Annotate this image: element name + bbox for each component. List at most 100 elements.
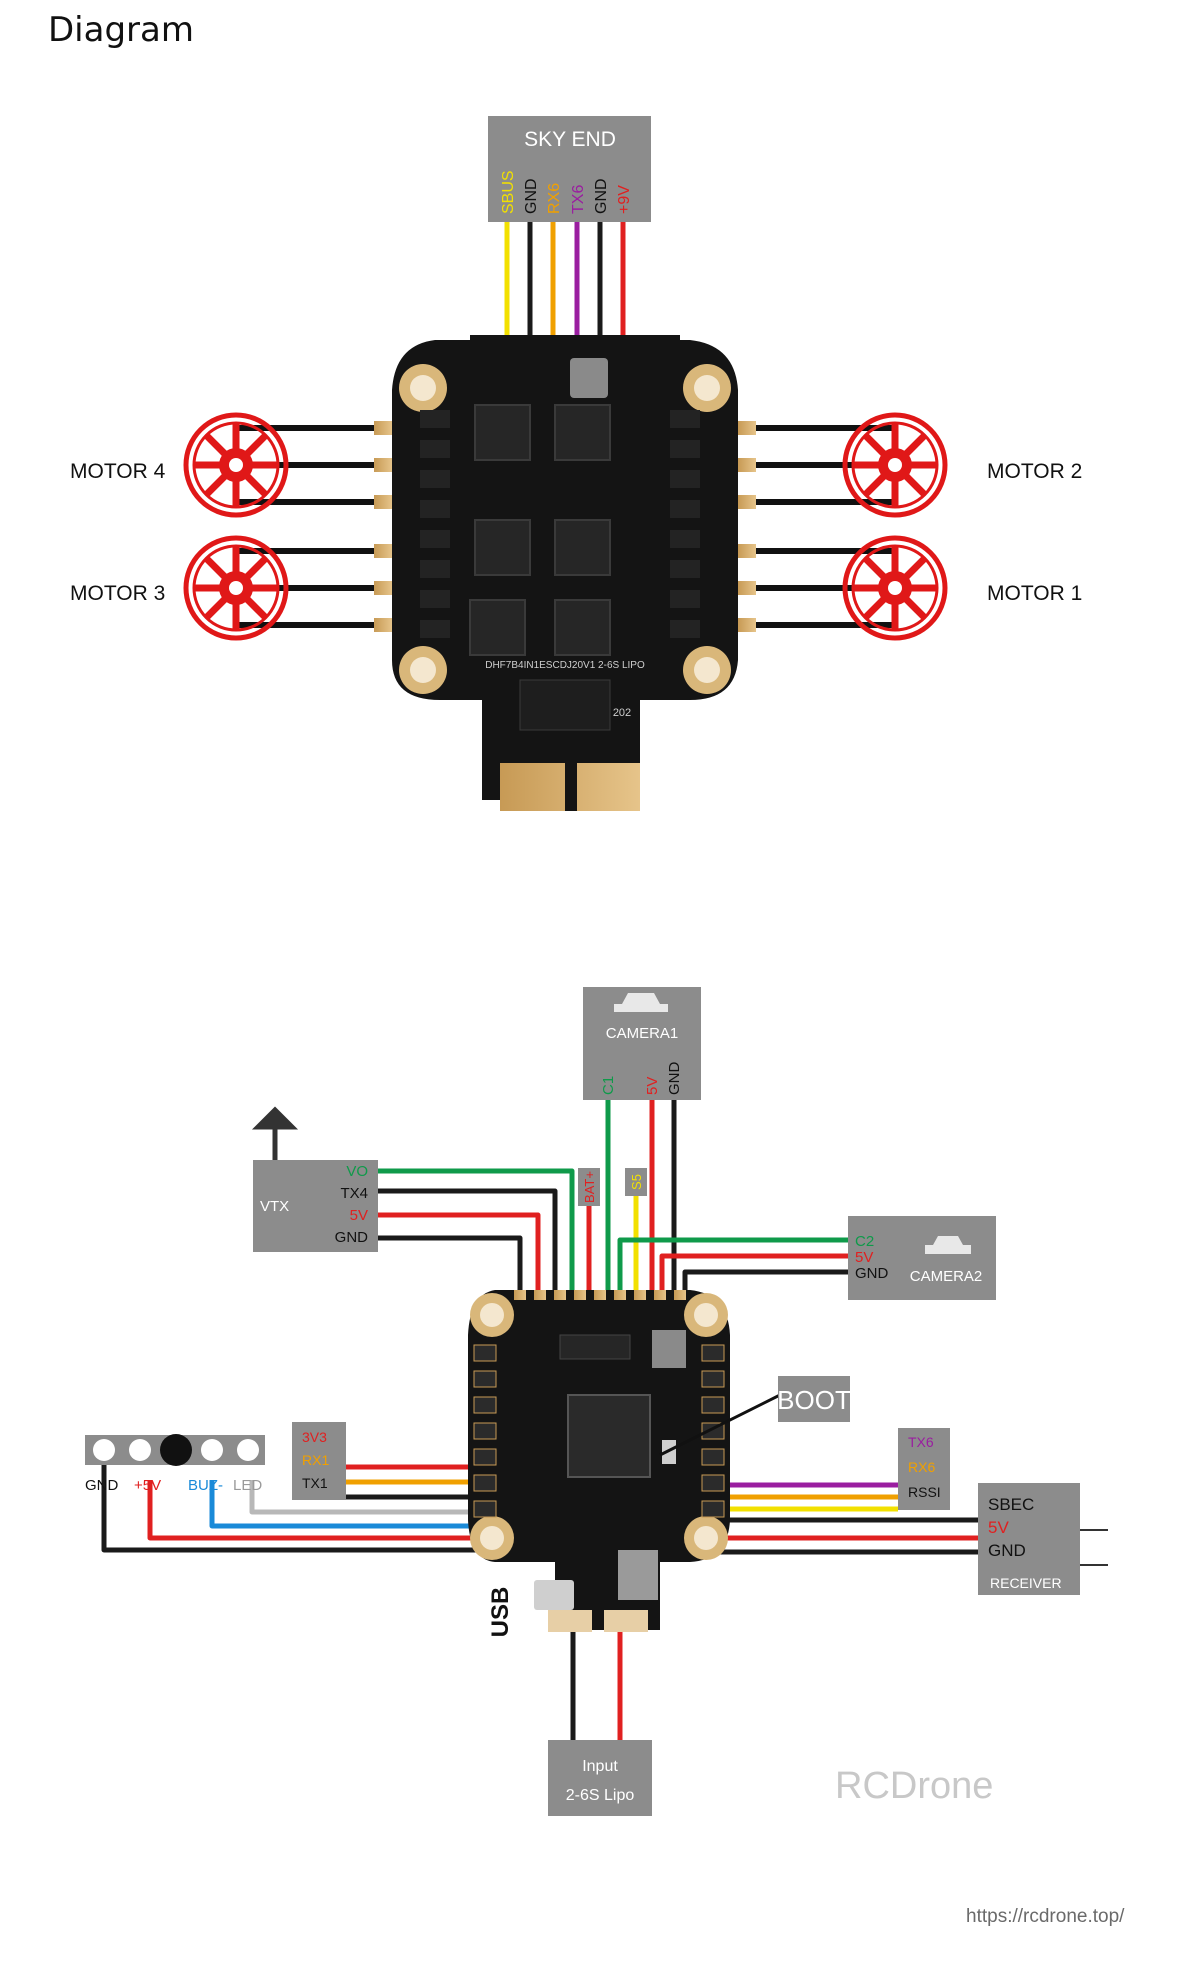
camera-icon xyxy=(614,993,668,1012)
mosfet-chip xyxy=(554,404,611,461)
input-box: Input 2-6S Lipo xyxy=(548,1740,652,1816)
mosfet xyxy=(670,410,700,428)
mosfet xyxy=(420,470,450,488)
solder-pad xyxy=(738,495,756,509)
mosfet-chip xyxy=(469,599,526,656)
camera-icon xyxy=(925,1236,971,1254)
buzzer-led-pin-label: +5V xyxy=(134,1477,161,1494)
bat-label: BAT+ xyxy=(582,1171,597,1203)
mosfet xyxy=(670,500,700,518)
watermark: RCDrone xyxy=(835,1765,993,1807)
input-line2: 2-6S Lipo xyxy=(566,1787,635,1804)
camera2-5v-wire xyxy=(659,1253,848,1296)
solder-pad xyxy=(374,495,392,509)
header-pad xyxy=(614,1290,626,1300)
mosfet xyxy=(420,590,450,608)
esc-pad xyxy=(473,1422,497,1440)
esc-pad xyxy=(701,1396,725,1414)
camera1-pin-label: 5V xyxy=(644,1077,661,1095)
esc-pad xyxy=(473,1344,497,1362)
buzzer-gnd-wire xyxy=(101,1465,520,1553)
header-pad xyxy=(514,1290,526,1300)
vtx-pin-label: GND xyxy=(335,1229,369,1246)
camera1-pin-label: GND xyxy=(666,1062,683,1096)
mosfet xyxy=(670,560,700,578)
sky-end-pin-label: +9V xyxy=(616,185,633,214)
mosfet xyxy=(670,590,700,608)
usb-label: USB xyxy=(487,1587,514,1638)
receiver-title: RECEIVER xyxy=(990,1575,1062,1591)
flight-controller-board xyxy=(468,1290,730,1632)
sky-end-pin-label: RX6 xyxy=(546,183,563,214)
solder-pad xyxy=(374,618,392,632)
s5-tag: S5 xyxy=(625,1168,647,1196)
buzzer-led-pin-label: BUZ- xyxy=(188,1477,223,1494)
capacitor-area xyxy=(519,679,611,731)
vtx-tx4-wire xyxy=(378,1188,558,1296)
camera2-gnd-wire xyxy=(682,1269,848,1296)
solder-pad xyxy=(738,581,756,595)
esc-pad xyxy=(701,1370,725,1388)
board-marking: 202 xyxy=(613,707,631,719)
buzzer-5v-wire xyxy=(147,1480,520,1541)
header-pad xyxy=(654,1290,666,1300)
mosfet xyxy=(670,620,700,638)
sky-end-pin-label: SBUS xyxy=(500,170,517,214)
buzzer-minus-wire xyxy=(209,1480,520,1529)
uart6-pin-label: RX6 xyxy=(908,1459,935,1475)
solder-pad xyxy=(738,421,756,435)
camera2-pin-label: GND xyxy=(855,1265,889,1282)
receiver-pin-label: GND xyxy=(988,1541,1026,1560)
mosfet xyxy=(420,560,450,578)
motor-icon xyxy=(842,535,948,641)
mosfet xyxy=(420,410,450,428)
uart1-pin-label: 3V3 xyxy=(302,1429,327,1445)
inductor xyxy=(570,358,608,398)
solder-pad xyxy=(738,618,756,632)
vtx-title: VTX xyxy=(260,1198,289,1215)
header-pad xyxy=(594,1290,606,1300)
uart1-pin-label: RX1 xyxy=(302,1452,329,1468)
vtx-gnd-wire xyxy=(378,1235,523,1296)
header-pad xyxy=(574,1290,586,1300)
mcu-chip xyxy=(567,1394,651,1478)
esc-pad xyxy=(473,1500,497,1518)
motor-icon xyxy=(183,535,289,641)
header-pad xyxy=(674,1290,686,1300)
mosfet xyxy=(670,440,700,458)
camera2-video-wire xyxy=(617,1237,848,1296)
esc-pad xyxy=(701,1448,725,1466)
motor3-label: MOTOR 3 xyxy=(70,582,165,605)
buzzer-led-pin-label: LED xyxy=(233,1477,262,1494)
motor-icon xyxy=(842,412,948,518)
vtx-vo-wire xyxy=(378,1168,575,1296)
receiver-pin-label: SBEC xyxy=(988,1495,1034,1514)
board-silkscreen: DHF7B4IN1ESCDJ20V1 2-6S LIPO xyxy=(485,660,645,671)
mosfet xyxy=(420,500,450,518)
esc-pad xyxy=(473,1370,497,1388)
motor1-label: MOTOR 1 xyxy=(987,582,1082,605)
solder-pad xyxy=(738,544,756,558)
solder-pad xyxy=(374,421,392,435)
mosfet xyxy=(670,530,700,548)
solder-pad xyxy=(738,458,756,472)
motor-icon xyxy=(183,412,289,518)
vtx-5v-wire xyxy=(378,1212,541,1296)
header-pad xyxy=(534,1290,546,1300)
camera1-pin-label: C1 xyxy=(600,1076,617,1095)
mosfet-chip xyxy=(554,599,611,656)
mosfet-chip xyxy=(554,519,611,576)
esc-pad xyxy=(473,1396,497,1414)
bat-tag: BAT+ xyxy=(578,1168,600,1206)
camera2-pin-label: 5V xyxy=(855,1249,873,1266)
boot-callout: BOOT xyxy=(659,1376,851,1457)
